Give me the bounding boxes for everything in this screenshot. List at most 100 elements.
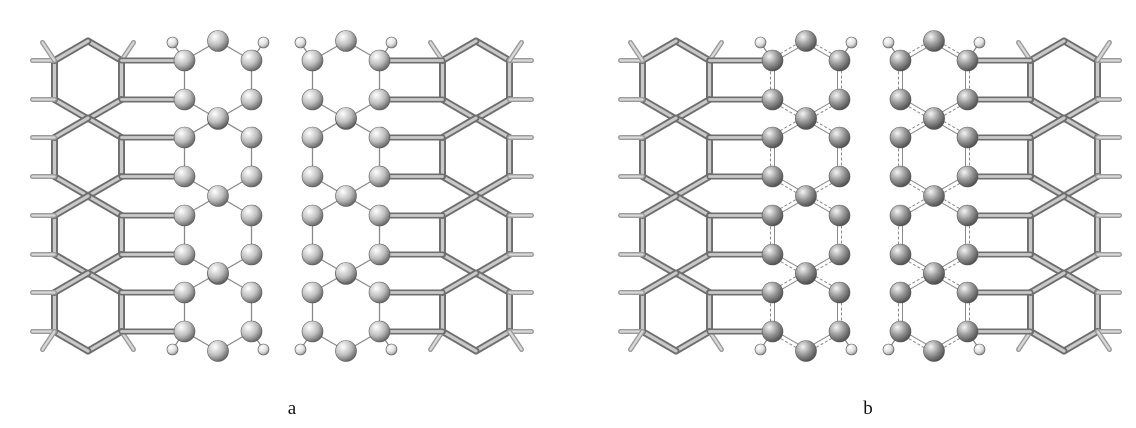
carbon-atom [956,243,979,266]
tube-bond [1028,174,1066,198]
tube-bond [674,329,712,353]
panel-a-caption: a [287,398,297,419]
tube-bond [52,39,90,63]
carbon-atom [368,281,391,304]
hydrogen-tube [629,41,644,62]
carbon-atom [795,107,817,129]
hydrogen-tube [41,41,56,62]
carbon-atom [301,320,324,343]
carbon-atom [207,107,229,129]
tube-bond [474,174,512,198]
tube-bond [474,116,512,140]
carbon-atom [173,126,196,149]
carbon-atom [173,281,196,304]
carbon-atom [889,49,912,72]
tube-bond [1062,174,1100,198]
carbon-atom [301,243,324,266]
tube-bond [474,252,512,276]
tube-bond [1062,194,1100,218]
tube-bond [52,97,90,121]
carbon-atom [828,204,851,227]
tube-bond [640,116,678,140]
carbon-atom [761,165,784,188]
carbon-atom [368,320,391,343]
hydrogen-tube [508,330,523,351]
carbon-atom [795,262,817,284]
carbon-atom [335,107,357,129]
carbon-atom [240,204,263,227]
tube-bond [86,116,124,140]
carbon-atom [761,204,784,227]
tube-bond [86,39,124,63]
carbon-atom [173,320,196,343]
carbon-atom [828,88,851,111]
carbon-atom [795,185,817,207]
panel-b-structure [618,30,1122,362]
carbon-atom [761,49,784,72]
carbon-atom [207,340,229,362]
carbon-atom [828,320,851,343]
carbon-atom [956,165,979,188]
carbon-atom [889,204,912,227]
hydrogen-tube [629,330,644,351]
tube-bond [1028,97,1066,121]
tube-bond [674,271,712,295]
hydrogen-tube [1096,330,1111,351]
tube-bond [640,194,678,218]
carbon-atom [956,88,979,111]
carbon-atom [368,126,391,149]
tube-bond [674,194,712,218]
carbon-atom [240,49,263,72]
carbon-atom [173,165,196,188]
carbon-atom [889,165,912,188]
hydrogen-atom [882,36,895,49]
carbon-atom [761,320,784,343]
tube-bond [52,329,90,353]
carbon-atom [956,320,979,343]
panel-a-structure [30,30,534,362]
hydrogen-atom [754,343,767,356]
hydrogen-tube [508,41,523,62]
tube-bond [674,116,712,140]
tube-bond [1028,39,1066,63]
tube-bond [1028,329,1066,353]
carbon-atom [301,204,324,227]
carbon-atom [240,243,263,266]
carbon-atom [923,262,945,284]
tube-bond [1062,116,1100,140]
carbon-atom [923,107,945,129]
tube-bond [52,174,90,198]
tube-bond [86,271,124,295]
tube-bond [640,271,678,295]
carbon-atom [368,243,391,266]
carbon-atom [240,320,263,343]
carbon-atom [956,126,979,149]
carbon-atom [207,185,229,207]
hydrogen-atom [257,343,270,356]
carbon-atom [956,204,979,227]
carbon-atom [301,88,324,111]
carbon-atom [207,30,229,52]
hydrogen-atom [385,343,398,356]
tube-bond [640,97,678,121]
carbon-atom [923,30,945,52]
carbon-atom [301,49,324,72]
carbon-atom [889,281,912,304]
carbon-atom [889,320,912,343]
tube-bond [1062,97,1100,121]
tube-bond [674,97,712,121]
hydrogen-atom [294,343,307,356]
tube-bond [1028,194,1066,218]
hydrogen-atom [385,36,398,49]
carbon-atom [889,88,912,111]
tube-bond [52,194,90,218]
tube-bond [674,174,712,198]
carbon-atom [761,88,784,111]
tube-bond [1028,252,1066,276]
carbon-atom [173,243,196,266]
carbon-atom [301,281,324,304]
carbon-atom [240,165,263,188]
carbon-atom [368,165,391,188]
hydrogen-atom [166,36,179,49]
tube-bond [86,329,124,353]
